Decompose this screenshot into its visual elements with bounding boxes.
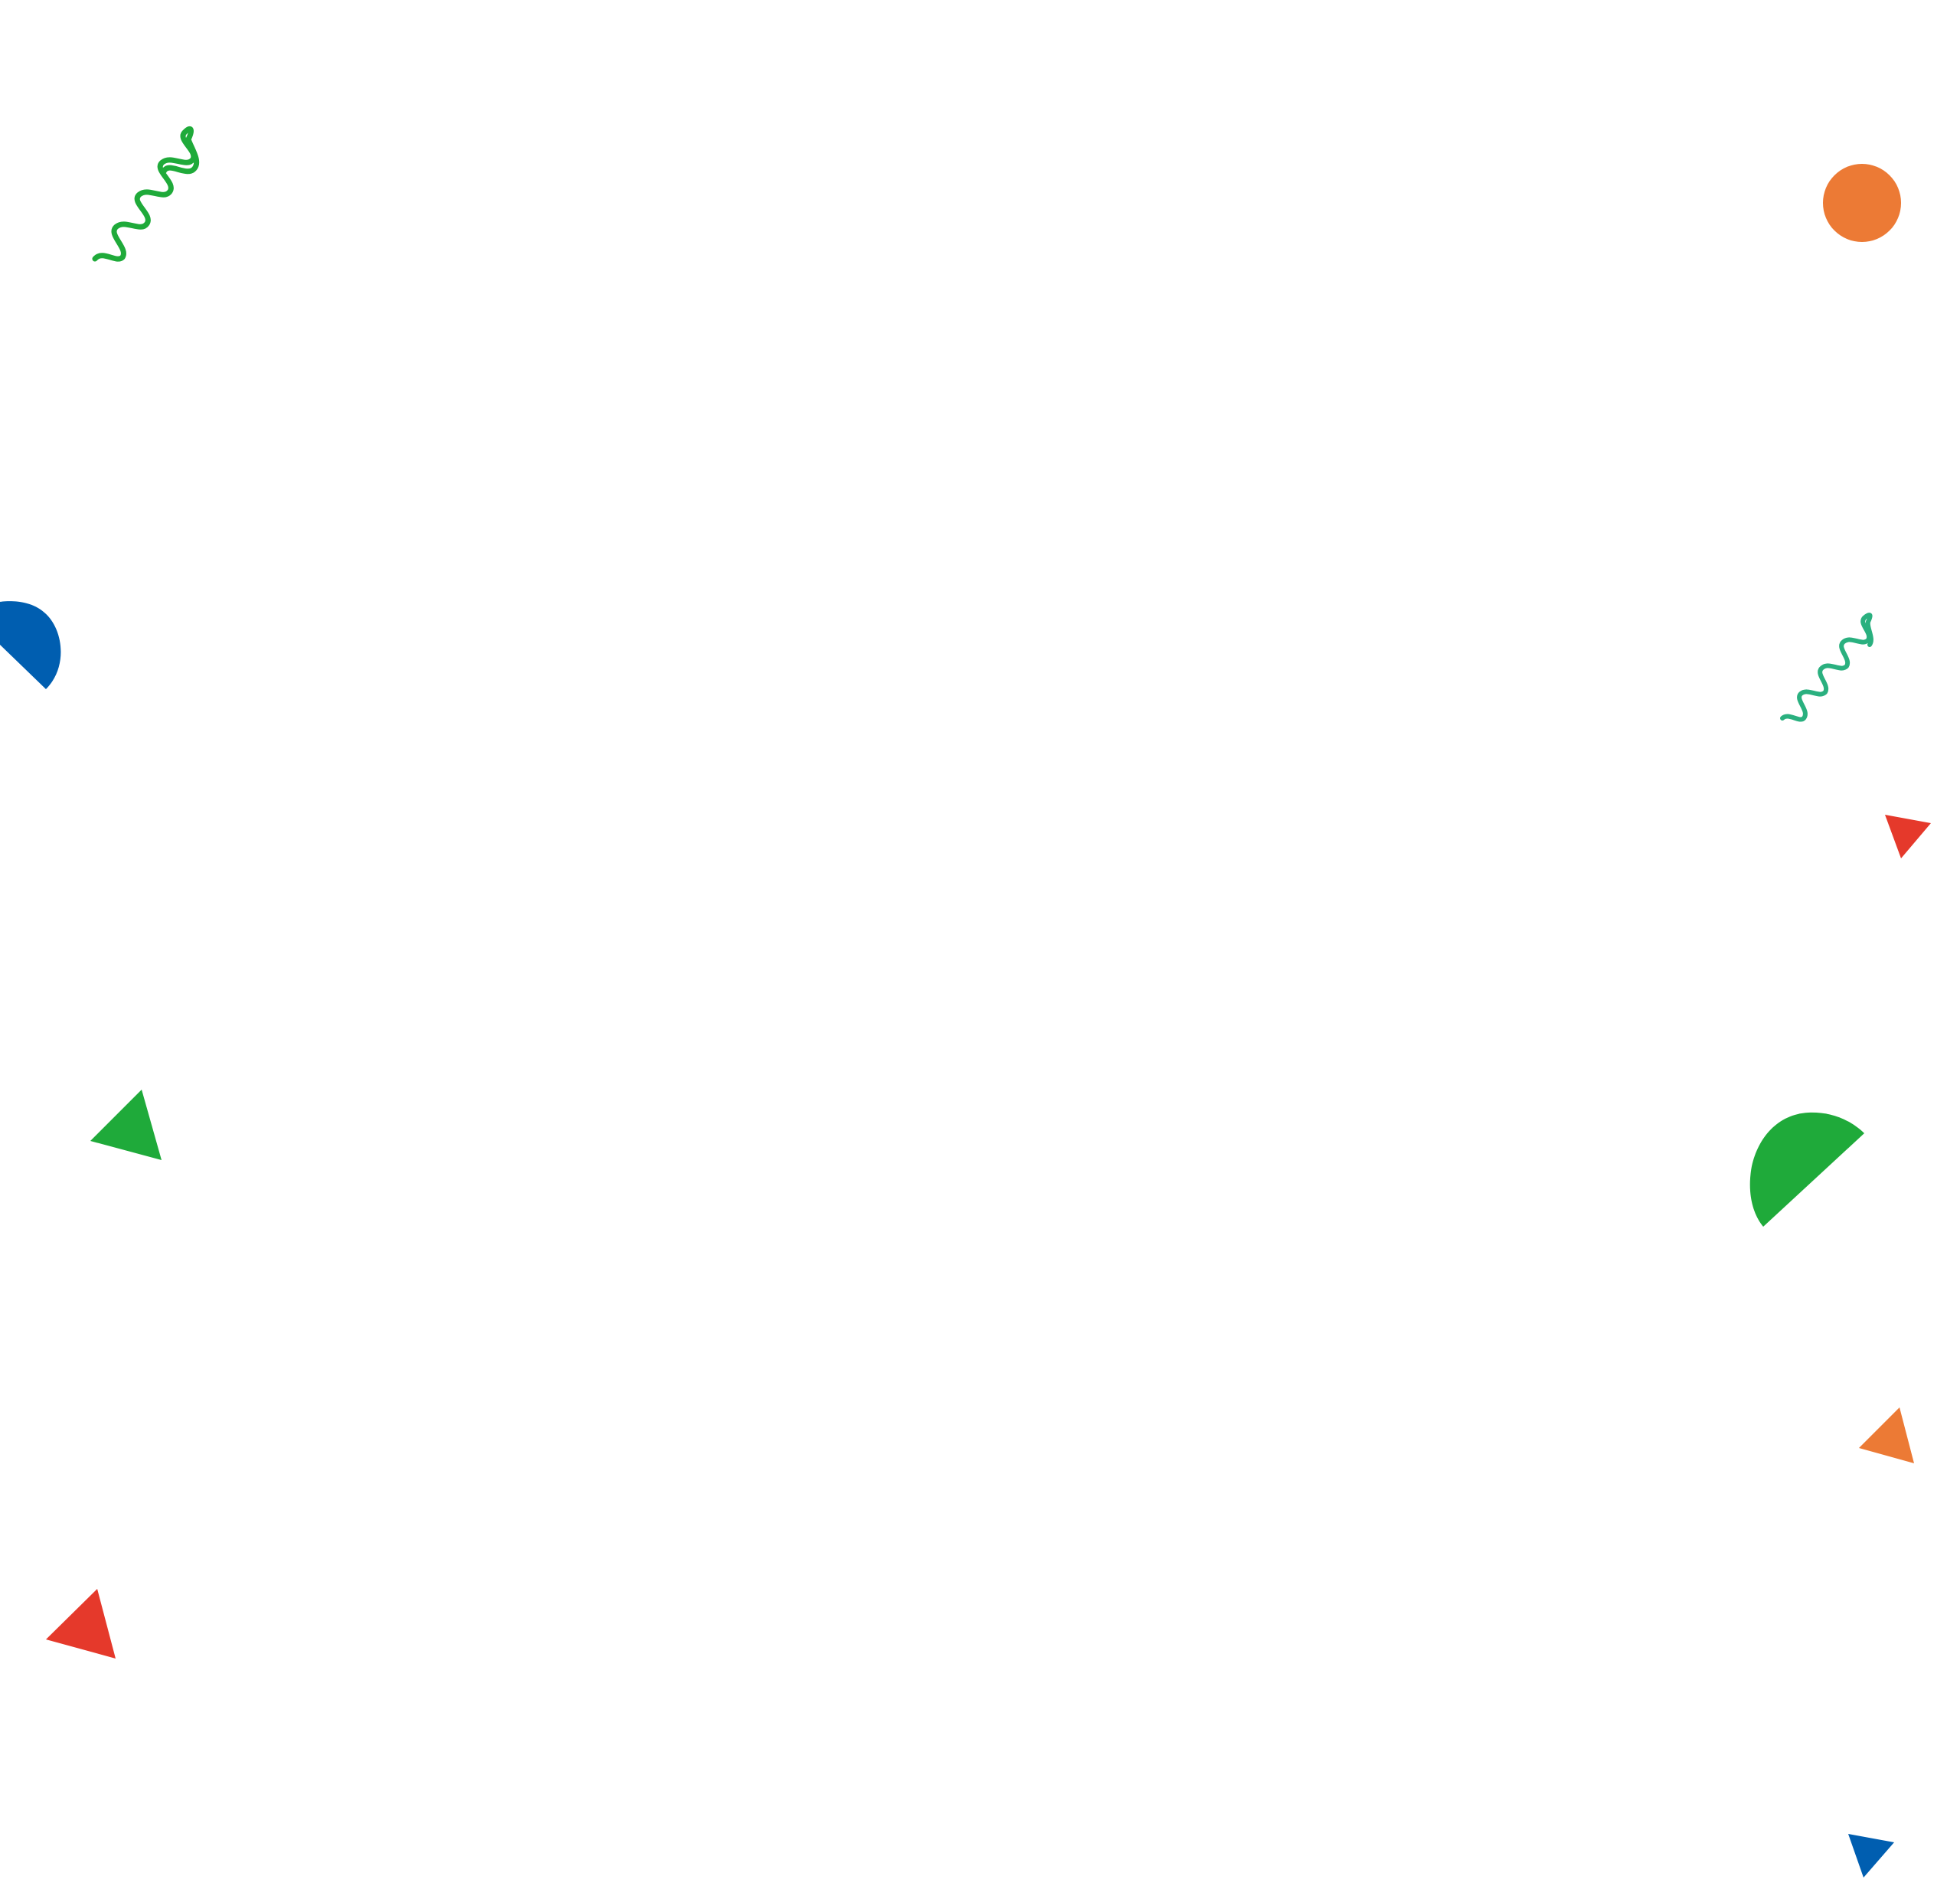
teal-squiggle-shape: [1780, 613, 1873, 722]
blue-triangle-shape: [1848, 1834, 1894, 1878]
red-triangle-shape: [1885, 815, 1931, 858]
red-triangle-shape: [46, 1589, 116, 1659]
green-triangle-shape: [90, 1090, 162, 1160]
orange-triangle-shape: [1859, 1407, 1914, 1463]
orange-circle-shape: [1823, 164, 1901, 242]
green-squiggle-shape: [92, 126, 200, 262]
blue-semicircle-shape: [0, 601, 61, 689]
green-semicircle-shape: [1749, 1112, 1864, 1227]
